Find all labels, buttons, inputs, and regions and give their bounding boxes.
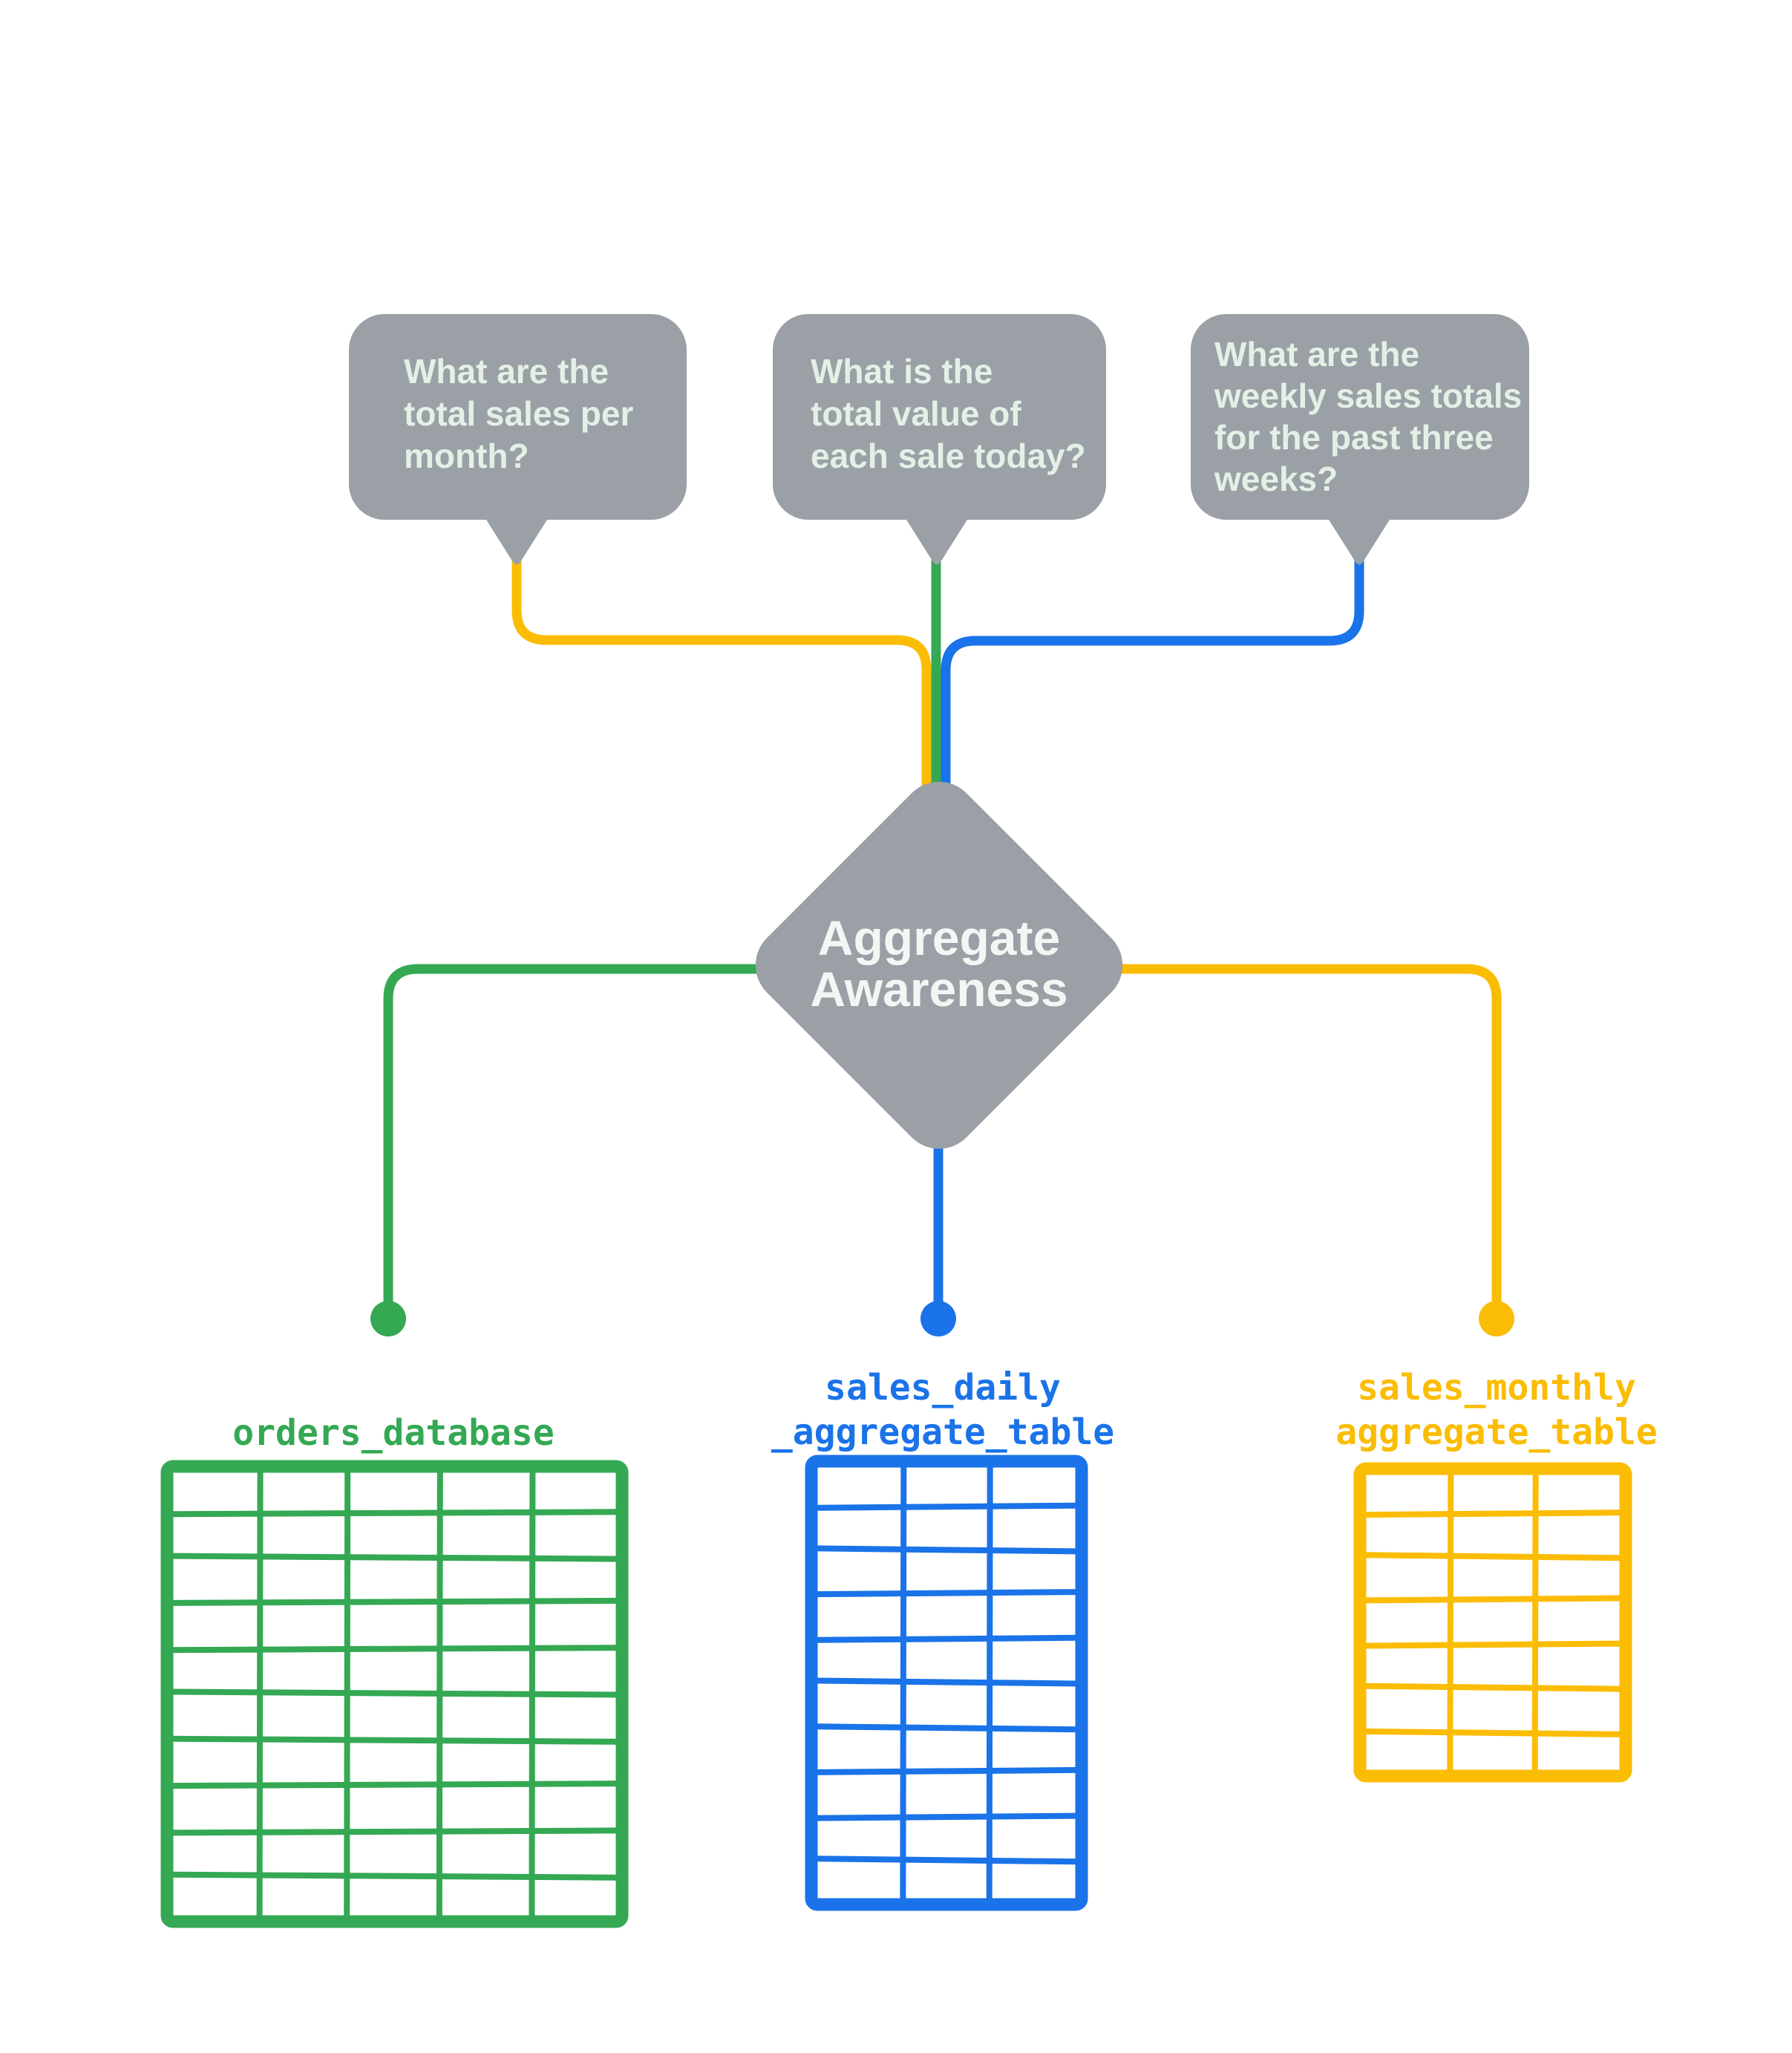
table-grid-line [815,1634,1078,1643]
table-label-line: sales_monthly [1357,1367,1636,1409]
bubble-text-line: What is the [811,352,993,391]
table-grid-sales-monthly-aggregate [1353,1462,1632,1783]
speech-bubble-tail [903,514,971,565]
speech-bubble-weekly: What are the weekly sales totals for the… [1191,314,1529,565]
table-grid-line [1531,1472,1539,1772]
table-grid-line [171,1735,618,1745]
bubble-text-line: total value of [811,394,1021,433]
table-label-line: aggregate_table [1335,1411,1657,1453]
table-border [805,1455,1088,1911]
table-grid-line [815,1723,1078,1733]
table-label-line: orders_database [232,1412,554,1454]
bubble-text-line: for the past three [1214,418,1494,457]
bubble-text-line: What are the [1214,335,1419,373]
table-grid-line [1364,1682,1622,1692]
endpoint-dot-orders-database [370,1301,406,1336]
diamond-title-line: Awareness [810,962,1067,1016]
connector-question-weekly [941,553,1364,794]
table-border [1353,1462,1632,1783]
table-grid-line [1364,1640,1622,1649]
table-grid-line [815,1502,1078,1511]
table-grid-line [815,1766,1078,1775]
speech-bubble-body [773,314,1106,520]
table-grid-line [815,1677,1078,1687]
diamond-shape [755,781,1123,1149]
bubble-text-line: month? [404,437,529,475]
table-grid-line [815,1589,1078,1598]
aggregate-awareness-diamond: Aggregate Awareness [755,781,1123,1149]
table-grid-line [171,1645,618,1654]
bubble-text-line: weeks? [1214,460,1338,498]
table-label-sales-daily: sales_daily _aggregate_table [771,1367,1114,1453]
table-label-line: _aggregate_table [771,1411,1114,1453]
connector-question-monthly [511,553,932,794]
table-grid-line [1364,1509,1622,1518]
bubble-text-line: each sale today? [811,437,1086,475]
bubble-text-line: total sales per [404,394,633,433]
speech-bubble-monthly: What are the total sales per month? [349,314,687,565]
table-grid-line [1447,1472,1454,1772]
speech-bubble-tail [1325,514,1393,565]
endpoint-dot-sales-monthly [1479,1301,1514,1336]
table-grid-line [171,1597,618,1606]
table-grid-line [171,1688,618,1698]
table-label-orders-database: orders_database [232,1412,554,1454]
table-grid-line [171,1871,618,1881]
table-grid-line [171,1827,618,1836]
speech-bubble-body [1191,314,1529,520]
table-grid-orders-database [160,1460,629,1928]
table-grid-line [1364,1728,1622,1737]
table-label-line: sales_daily [825,1367,1061,1409]
table-grid-line [171,1509,618,1518]
table-grid-line [1364,1595,1622,1604]
table-grid-sales-daily-aggregate [805,1455,1088,1911]
table-grid-line [815,1545,1078,1555]
table-grid-line [171,1553,618,1562]
connector-output-sales-monthly [1117,964,1502,1307]
table-grid-line [815,1812,1078,1821]
speech-bubble-daily: What is the total value of each sale tod… [773,314,1106,565]
table-grid-line [815,1855,1078,1865]
speech-bubble-tail [483,514,551,565]
bubble-text-line: What are the [404,352,609,391]
connector-output-orders-database [383,964,765,1307]
endpoint-dot-sales-daily [920,1301,956,1336]
table-grid-line [1364,1552,1622,1561]
table-label-sales-monthly: sales_monthly aggregate_table [1335,1367,1657,1453]
table-border [160,1460,629,1928]
speech-bubble-body [349,314,687,520]
diamond-title-line: Aggregate [818,910,1060,965]
table-grid-line [171,1781,618,1789]
bubble-text-line: weekly sales totals [1214,376,1522,415]
